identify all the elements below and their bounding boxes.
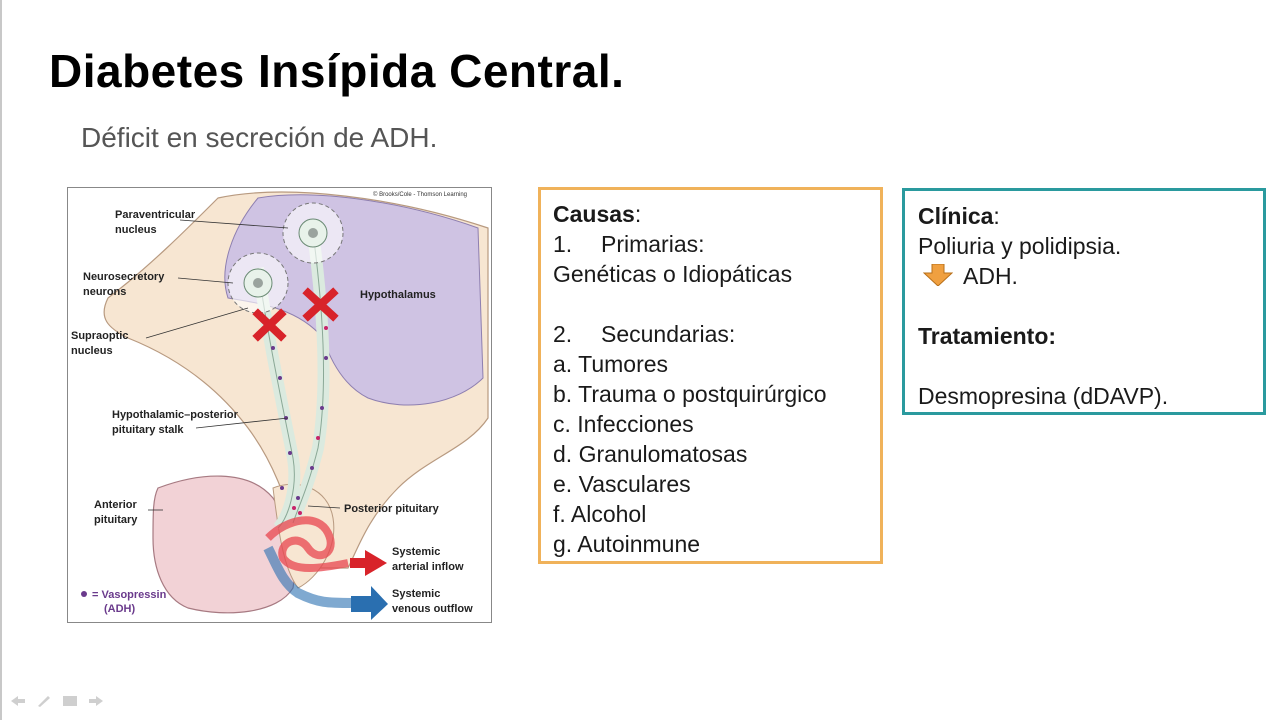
causes-item: e. Vasculares — [553, 471, 691, 497]
venous-vessels — [263, 545, 354, 608]
pituitary-diagram-svg: © Brooks/Cole - Thomson Learning — [71, 191, 489, 620]
causes-item: b. Trauma o postquirúrgico — [553, 381, 827, 407]
clinic-adh: ADH. — [963, 263, 1018, 289]
label-arterial-1: Systemic — [392, 546, 440, 558]
presenter-toolbar[interactable] — [10, 694, 104, 707]
causes-secondary-line: 2. Secundarias: — [553, 319, 868, 349]
label-arterial-2: arterial inflow — [392, 561, 464, 573]
label-hypothalamus: Hypothalamus — [360, 289, 436, 301]
next-arrow-icon[interactable] — [88, 694, 104, 706]
label-venous-1: Systemic — [392, 588, 440, 600]
paraventricular-tract-outline — [292, 232, 324, 524]
causes-item: d. Granulomatosas — [553, 441, 748, 467]
diagram-copyright: © Brooks/Cole - Thomson Learning — [373, 191, 467, 198]
arrow-down-icon — [923, 264, 953, 286]
causes-item: g. Autoinmune — [553, 531, 701, 557]
arterial-vessels — [265, 516, 349, 572]
label-anterior-1: Anterior — [94, 499, 138, 511]
causes-item: a. Tumores — [553, 351, 669, 377]
label-supraoptic-1: Supraoptic — [71, 330, 128, 342]
label-stalk-1: Hypothalamic–posterior — [112, 409, 239, 421]
pituitary-diagram: © Brooks/Cole - Thomson Learning — [67, 187, 492, 623]
label-supraoptic-2: nucleus — [71, 345, 113, 357]
pen-icon[interactable] — [36, 694, 52, 707]
legend-vasopressin: = Vasopressin — [92, 589, 167, 601]
label-neurosecretory-2: neurons — [83, 286, 126, 298]
causes-heading: Causas — [553, 201, 635, 227]
label-paraventricular-2: nucleus — [115, 224, 157, 236]
label-paraventricular-1: Paraventricular — [115, 209, 196, 221]
clinic-line-2: ADH. — [918, 261, 1250, 291]
lesion-cross-upper-icon — [302, 287, 339, 322]
treatment-heading: Tratamiento: — [918, 323, 1057, 349]
lesion-cross-lower-icon — [252, 308, 287, 342]
menu-icon[interactable] — [62, 694, 78, 706]
slide-subtitle: Déficit en secreción de ADH. — [81, 122, 438, 153]
arterial-inflow-arrow-icon — [350, 550, 387, 576]
clinic-heading: Clínica — [918, 203, 994, 229]
leader-lines — [145, 219, 341, 511]
legend-vasopressin-dot — [81, 591, 87, 597]
causes-secondary-num: 2. — [553, 321, 573, 347]
venous-outflow-arrow-icon — [351, 586, 388, 620]
label-anterior-2: pituitary — [94, 514, 138, 526]
prev-arrow-icon[interactable] — [10, 694, 26, 706]
label-neurosecretory-1: Neurosecretory — [83, 271, 165, 283]
supraoptic-neuron-nucleus — [253, 278, 263, 288]
causes-primary-line: 1. Primarias: — [553, 229, 868, 259]
legend-adh: (ADH) — [104, 603, 135, 615]
causes-item: c. Infecciones — [553, 411, 694, 437]
clinic-heading-line: Clínica: — [918, 203, 1000, 229]
clinic-line-1: Poliuria y polidipsia. — [918, 233, 1122, 259]
causes-primary-num: 1. — [553, 231, 573, 257]
paraventricular-neuron-nucleus — [308, 228, 318, 238]
label-venous-2: venous outflow — [392, 603, 473, 615]
treatment-text: Desmopresina (dDAVP). — [918, 383, 1169, 409]
causes-box: Causas: 1. Primarias: Genéticas o Idiopát… — [538, 187, 883, 564]
label-posterior: Posterior pituitary — [344, 503, 440, 515]
causes-heading-line: Causas: — [553, 201, 642, 227]
anterior-pituitary — [152, 475, 296, 614]
slide-edge — [0, 0, 2, 720]
slide-title: Diabetes Insípida Central. — [49, 45, 625, 97]
causes-primary-detail: Genéticas o Idiopáticas — [553, 261, 793, 287]
clinic-box: Clínica: Poliuria y polidipsia. ADH. Tra… — [902, 188, 1266, 415]
causes-primary-label: Primarias: — [601, 231, 705, 257]
label-stalk-2: pituitary stalk — [112, 424, 184, 436]
causes-secondary-label: Secundarias: — [601, 321, 736, 347]
causes-item: f. Alcohol — [553, 501, 647, 527]
